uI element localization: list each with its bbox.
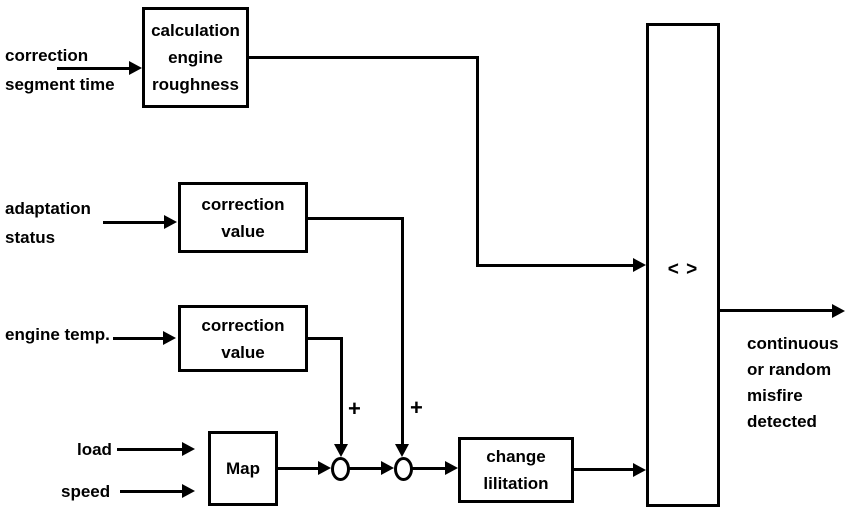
input-label-load: load (77, 435, 112, 464)
arrowhead-into-sum-left (334, 444, 348, 457)
plus-sign-right: + (410, 395, 423, 420)
label-line: detected (747, 412, 817, 431)
block-text-line: engine (168, 48, 223, 67)
arrowhead-into-sum-left-h (318, 461, 331, 475)
connector-adaptation-line (103, 221, 165, 224)
arrowhead-into-change-limitation (445, 461, 458, 475)
summing-junction-right (394, 457, 413, 481)
input-label-correction-segment-time: correction segment time (5, 41, 115, 99)
label-line: misfire (747, 386, 803, 405)
block-text-line: roughness (152, 75, 239, 94)
label-line: adaptation (5, 199, 91, 218)
block-map: Map (208, 431, 278, 506)
connector-sum-left-out (349, 467, 382, 470)
connector-calculation-out-h1 (248, 56, 479, 59)
connector-speed-line (120, 490, 183, 493)
block-text-line: Map (226, 459, 260, 478)
arrowhead-into-sum-right (395, 444, 409, 457)
label-line: segment time (5, 75, 115, 94)
block-correction-value-top: correction value (178, 182, 308, 253)
arrowhead-into-correction-bottom (163, 331, 176, 345)
output-label-misfire-detected: continuous or random misfire detected (747, 331, 839, 435)
arrowhead-load (182, 442, 195, 456)
summing-junction-left (331, 457, 350, 481)
block-text-line: change (486, 447, 546, 466)
block-calculation-engine-roughness: calculation engine roughness (142, 7, 249, 108)
connector-correction-bottom-out-v (340, 337, 343, 445)
arrowhead-into-calculation (129, 61, 142, 75)
arrowhead-into-comparator-bottom (633, 463, 646, 477)
connector-load-line (117, 448, 183, 451)
connector-calculation-out-v (476, 56, 479, 267)
block-text-line: correction (201, 194, 285, 214)
connector-calculation-out-h2 (476, 264, 634, 267)
block-text-line: calculation (151, 21, 240, 40)
block-text-line: value (221, 221, 265, 241)
block-text-line: value (221, 342, 265, 362)
block-text-line: lilitation (483, 474, 549, 493)
arrowhead-speed (182, 484, 195, 498)
label-line: or random (747, 360, 832, 379)
connector-correction-top-out-v (401, 217, 404, 445)
block-comparator: < > (646, 23, 720, 507)
label-line: speed (61, 482, 111, 501)
input-label-speed: speed (61, 477, 110, 506)
block-correction-value-bottom: correction value (178, 305, 308, 372)
block-text-line: correction (201, 315, 285, 335)
connector-map-out (277, 467, 319, 470)
label-line: continuous (747, 334, 839, 353)
connector-segment-time-line (57, 67, 130, 70)
connector-correction-top-out-h (307, 217, 404, 220)
label-line: status (5, 228, 56, 247)
input-label-engine-temp: engine temp. (5, 320, 110, 349)
arrowhead-final-output (832, 304, 845, 318)
connector-sum-right-out (412, 467, 446, 470)
plus-sign-left: + (348, 396, 361, 421)
connector-correction-bottom-out-h (308, 337, 343, 340)
label-line: engine temp. (5, 325, 110, 344)
connector-final-output (720, 309, 833, 312)
connector-change-limitation-out (573, 468, 634, 471)
arrowhead-into-correction-top (164, 215, 177, 229)
arrowhead-into-sum-right-h (381, 461, 394, 475)
comparator-symbol: < > (667, 259, 699, 280)
label-line: load (77, 440, 112, 459)
connector-engine-temp-line (113, 337, 164, 340)
input-label-adaptation-status: adaptation status (5, 194, 91, 252)
block-change-limitation: change lilitation (458, 437, 574, 503)
arrowhead-into-comparator-top (633, 258, 646, 272)
label-line: correction (5, 46, 89, 65)
